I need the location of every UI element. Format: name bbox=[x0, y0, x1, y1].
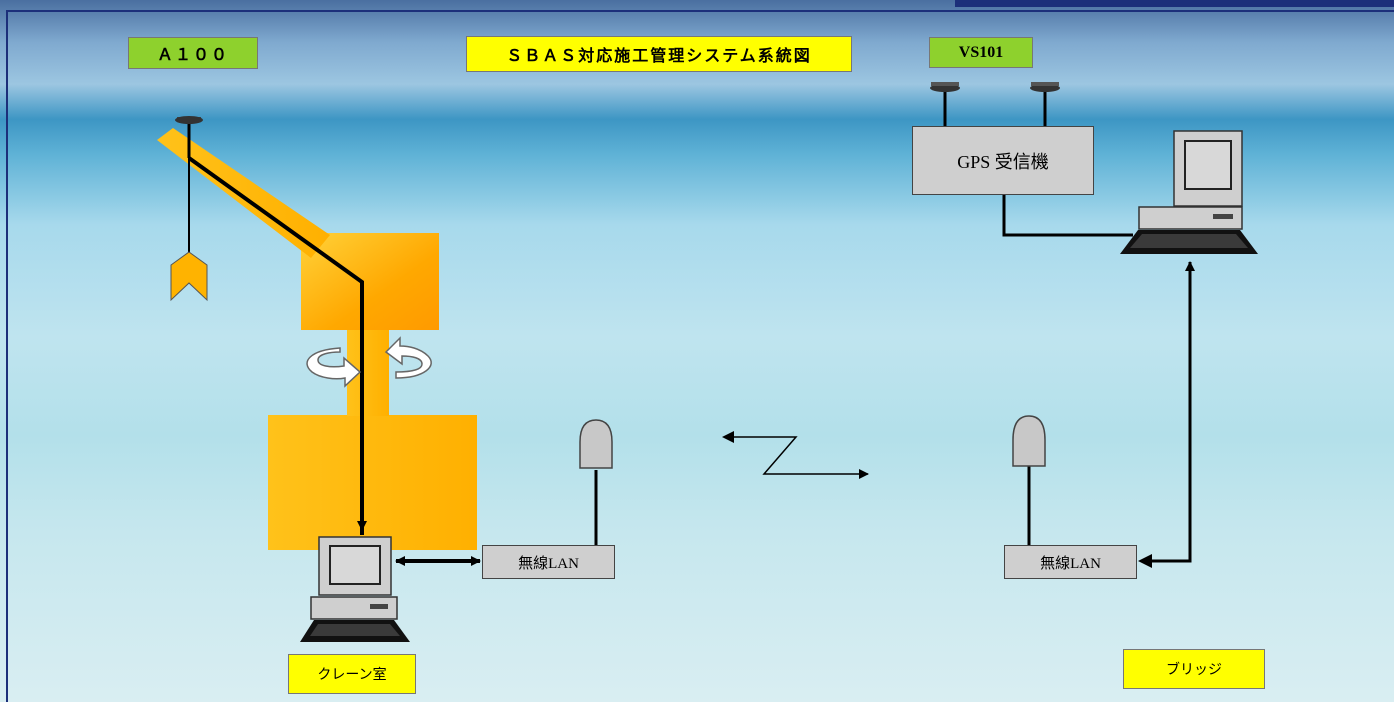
crane-computer-icon bbox=[300, 536, 410, 642]
crane bbox=[157, 116, 477, 550]
left-wlan-antenna-icon bbox=[579, 419, 613, 545]
gps-receiver-box: GPS 受信機 bbox=[912, 126, 1094, 195]
bridge-computer-icon bbox=[1120, 130, 1258, 254]
diagram-frame bbox=[6, 10, 1394, 702]
crane-hook-icon bbox=[170, 251, 208, 302]
bridge-lan-link bbox=[1142, 261, 1195, 563]
crane-room-label: クレーン室 bbox=[288, 654, 416, 694]
right-wlan-antenna-icon bbox=[1012, 415, 1046, 545]
rotation-arrows-icon bbox=[306, 336, 432, 388]
crane-model-label: Ａ１００ bbox=[128, 37, 258, 69]
bridge-label: ブリッジ bbox=[1123, 649, 1265, 689]
gps-antennas-icon bbox=[930, 82, 1060, 127]
crane-cabin bbox=[301, 233, 439, 330]
wireless-link-icon bbox=[722, 431, 869, 479]
diagram-title: ＳＢＡＳ対応施工管理システム系統図 bbox=[466, 36, 852, 72]
right-wlan-box: 無線LAN bbox=[1004, 545, 1137, 579]
crane-boom bbox=[157, 128, 330, 258]
left-wlan-box: 無線LAN bbox=[482, 545, 615, 579]
receiver-model-label: VS101 bbox=[929, 37, 1033, 68]
gps-computer-link bbox=[1002, 195, 1133, 237]
crane-base bbox=[268, 415, 477, 550]
window-top-bar bbox=[955, 0, 1394, 7]
